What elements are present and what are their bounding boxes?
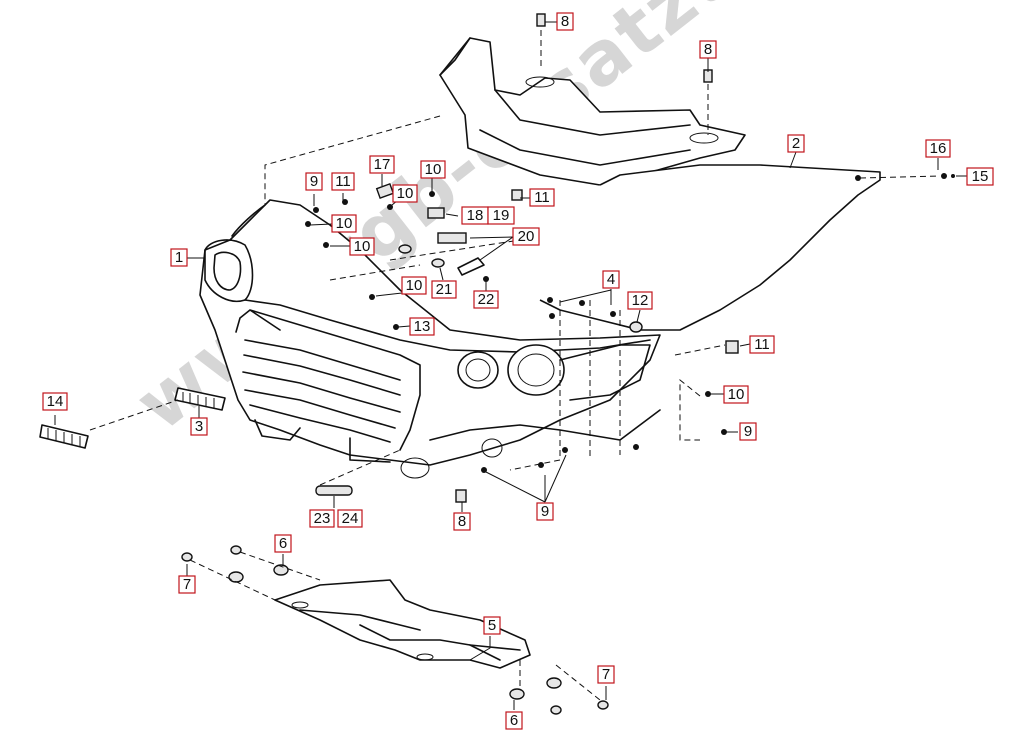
svg-text:13: 13 — [414, 318, 431, 335]
svg-text:8: 8 — [704, 41, 712, 58]
callout-7-right: 7 — [597, 665, 615, 684]
svg-text:6: 6 — [510, 712, 518, 729]
emblem-plate — [39, 424, 89, 449]
svg-text:2: 2 — [792, 135, 800, 152]
callout-11-c: 11 — [749, 335, 775, 354]
callout-11-a: 11 — [331, 172, 355, 191]
callout-10-c: 10 — [392, 184, 418, 203]
svg-text:6: 6 — [279, 535, 287, 552]
callout-8-right: 8 — [699, 40, 717, 59]
callout-10-a: 10 — [331, 214, 357, 233]
callout-15: 15 — [966, 167, 994, 186]
svg-text:17: 17 — [374, 156, 391, 173]
svg-text:15: 15 — [972, 168, 989, 185]
svg-text:7: 7 — [602, 666, 610, 683]
svg-text:3: 3 — [195, 418, 203, 435]
svg-text:11: 11 — [335, 173, 351, 190]
callout-7-left: 7 — [178, 575, 196, 594]
callout-3: 3 — [190, 417, 208, 436]
callout-6-upper: 6 — [274, 534, 292, 553]
callout-23: 23 — [309, 509, 335, 528]
callout-8-bottom: 8 — [453, 512, 471, 531]
svg-text:12: 12 — [632, 292, 649, 309]
svg-text:10: 10 — [336, 215, 353, 232]
callout-12: 12 — [627, 291, 653, 310]
callout-9-bottom: 9 — [536, 502, 554, 521]
svg-text:10: 10 — [354, 238, 371, 255]
svg-text:16: 16 — [930, 140, 947, 157]
callout-9-right: 9 — [739, 422, 757, 441]
callout-9-top: 9 — [305, 172, 323, 191]
svg-text:20: 20 — [518, 228, 535, 245]
svg-text:1: 1 — [175, 249, 183, 266]
svg-text:11: 11 — [754, 336, 770, 353]
callout-2: 2 — [787, 134, 805, 153]
svg-text:5: 5 — [488, 617, 496, 634]
callout-18: 18 — [461, 206, 489, 225]
callout-10-d: 10 — [420, 160, 446, 179]
skid-plate — [274, 579, 531, 669]
svg-text:23: 23 — [314, 510, 331, 527]
svg-text:8: 8 — [561, 13, 569, 30]
callout-11-b: 11 — [529, 188, 555, 207]
svg-text:18: 18 — [467, 207, 484, 224]
fasteners — [181, 13, 955, 715]
callout-20: 20 — [512, 227, 540, 246]
callout-24: 24 — [337, 509, 363, 528]
svg-text:9: 9 — [744, 423, 752, 440]
svg-text:8: 8 — [458, 513, 466, 530]
callout-14: 14 — [42, 392, 68, 411]
upper-front-cover — [439, 37, 881, 331]
svg-text:10: 10 — [406, 277, 423, 294]
svg-text:24: 24 — [342, 510, 359, 527]
svg-text:10: 10 — [425, 161, 442, 178]
callout-5: 5 — [483, 616, 501, 635]
svg-text:4: 4 — [607, 271, 615, 288]
svg-text:14: 14 — [47, 393, 64, 410]
callout-21: 21 — [431, 280, 457, 299]
svg-text:9: 9 — [310, 173, 318, 190]
svg-text:9: 9 — [541, 503, 549, 520]
svg-text:10: 10 — [397, 185, 414, 202]
svg-text:7: 7 — [183, 576, 191, 593]
svg-text:10: 10 — [728, 386, 745, 403]
callout-22: 22 — [473, 290, 499, 309]
callout-10-f: 10 — [723, 385, 749, 404]
callout-19: 19 — [487, 206, 515, 225]
callout-17: 17 — [369, 155, 395, 174]
assembly-lines — [89, 30, 941, 701]
callout-13: 13 — [409, 317, 435, 336]
svg-text:19: 19 — [493, 207, 510, 224]
callout-6-lower: 6 — [505, 711, 523, 730]
callout-1: 1 — [170, 248, 188, 267]
callout-8-top: 8 — [556, 12, 574, 31]
emblem-badge — [174, 387, 226, 411]
svg-text:21: 21 — [436, 281, 453, 298]
callout-10-e: 10 — [401, 276, 427, 295]
svg-text:11: 11 — [534, 189, 550, 206]
callout-10-b: 10 — [349, 237, 375, 256]
callout-16: 16 — [925, 139, 951, 158]
callout-4: 4 — [602, 270, 620, 289]
leader-lines — [54, 21, 967, 710]
svg-text:22: 22 — [478, 291, 495, 308]
